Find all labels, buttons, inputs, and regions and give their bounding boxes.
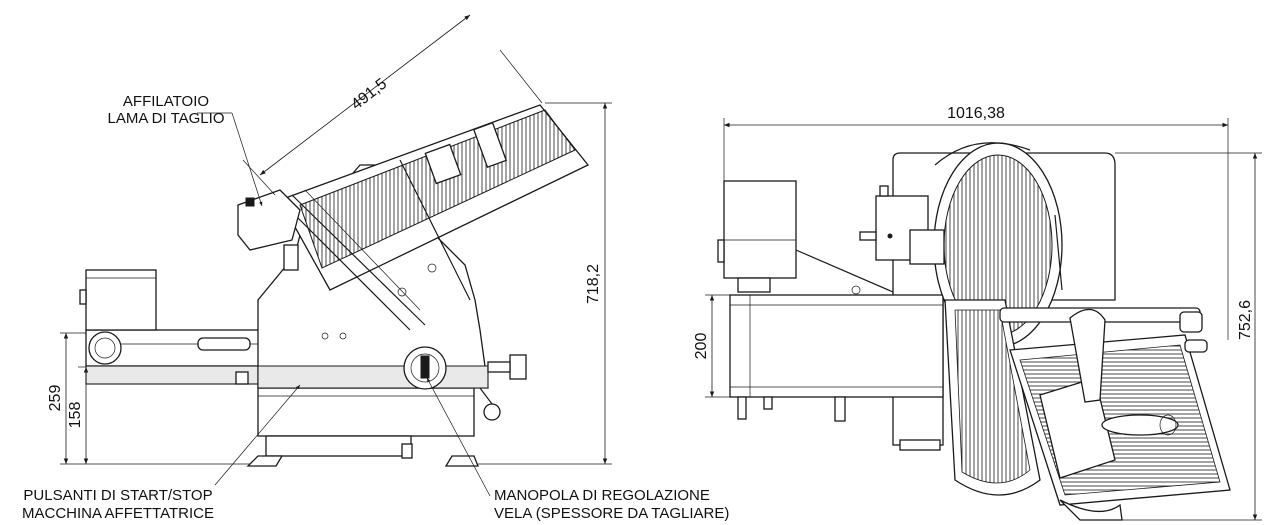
start-stop-label-1: PULSANTI DI START/STOP [23,487,212,504]
dim-diagonal [242,14,543,196]
front-conveyor [729,249,944,422]
dim-height-value: 718,2 [585,264,602,304]
side-view: AFFILATOIO LAMA DI TAGLIO PULSANTI DI ST… [22,14,729,522]
knob-label-2: VELA (SPESSORE DA TAGLIARE) [494,505,729,522]
dim-front-width [723,118,1229,340]
dim-259-value: 259 [47,385,64,412]
dim-front-width-value: 1016,38 [947,105,1005,122]
knob-leader [426,377,491,497]
dim-height [478,102,612,465]
sharpener-label-1: AFFILATOIO [123,93,209,110]
side-motor-box [79,269,157,331]
dim-front-height [1115,152,1262,521]
start-stop-label-2: MACCHINA AFFETTATRICE [22,505,214,522]
front-motor-box [717,180,797,293]
dim-front-height-value: 752,6 [1237,300,1254,340]
dim-table-heights [60,332,250,465]
sharpener-leader [231,112,263,207]
knob-label-1: MANOPOLA DI REGOLAZIONE [494,487,710,504]
dim-front-conveyor [705,294,730,398]
sharpener-label-2: LAMA DI TAGLIO [108,110,225,127]
side-sharpener [237,189,301,271]
front-view: 1016,38 752,6 200 [693,105,1262,521]
dim-front-conveyor-value: 200 [693,333,710,360]
dim-158-value: 158 [67,402,84,429]
start-stop-leader [214,384,301,486]
side-base [246,387,479,467]
dim-diagonal-value: 491,5 [348,75,390,113]
front-product-tray [999,307,1231,521]
front-blade [933,142,1063,496]
front-sharpener [859,185,945,265]
